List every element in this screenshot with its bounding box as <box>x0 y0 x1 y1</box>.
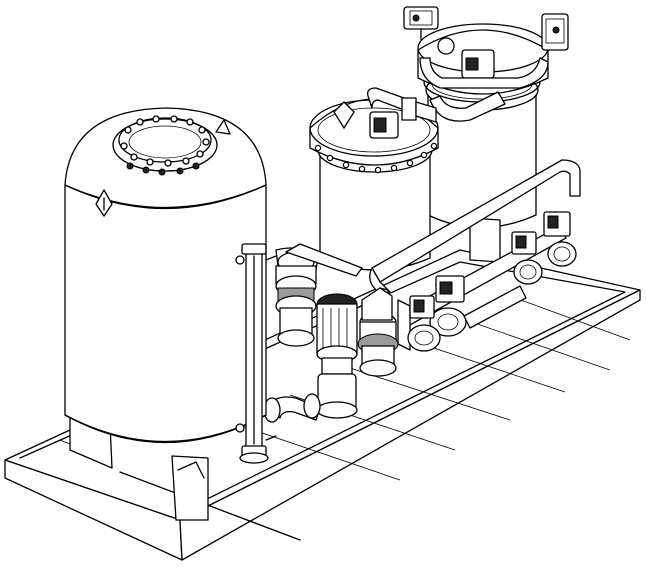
level-gauge <box>235 243 277 464</box>
pipe-lower-right <box>463 285 527 329</box>
actuator-middle-vessel[interactable] <box>369 111 399 139</box>
pipe-left-top <box>285 243 363 277</box>
manifold-top <box>419 57 549 122</box>
pump-right-stack <box>357 287 399 377</box>
pipe-middle-to-right <box>367 87 437 123</box>
valve-actuator-right-2[interactable] <box>543 211 577 267</box>
actuator-top-center[interactable] <box>437 37 495 79</box>
pump-discharge-pipe <box>263 393 321 423</box>
pump-motor-center[interactable] <box>316 293 358 419</box>
pump-left-stack <box>275 247 319 347</box>
tank-manhole <box>112 115 218 176</box>
valve-actuator-right-1[interactable] <box>511 231 543 285</box>
actuator-top-left[interactable] <box>403 6 439 41</box>
hydropneumatic-tank <box>64 107 267 521</box>
valve-actuator-center-2[interactable] <box>407 295 441 352</box>
actuator-top-right[interactable] <box>541 13 569 51</box>
valve-actuator-center-1[interactable] <box>429 275 467 337</box>
